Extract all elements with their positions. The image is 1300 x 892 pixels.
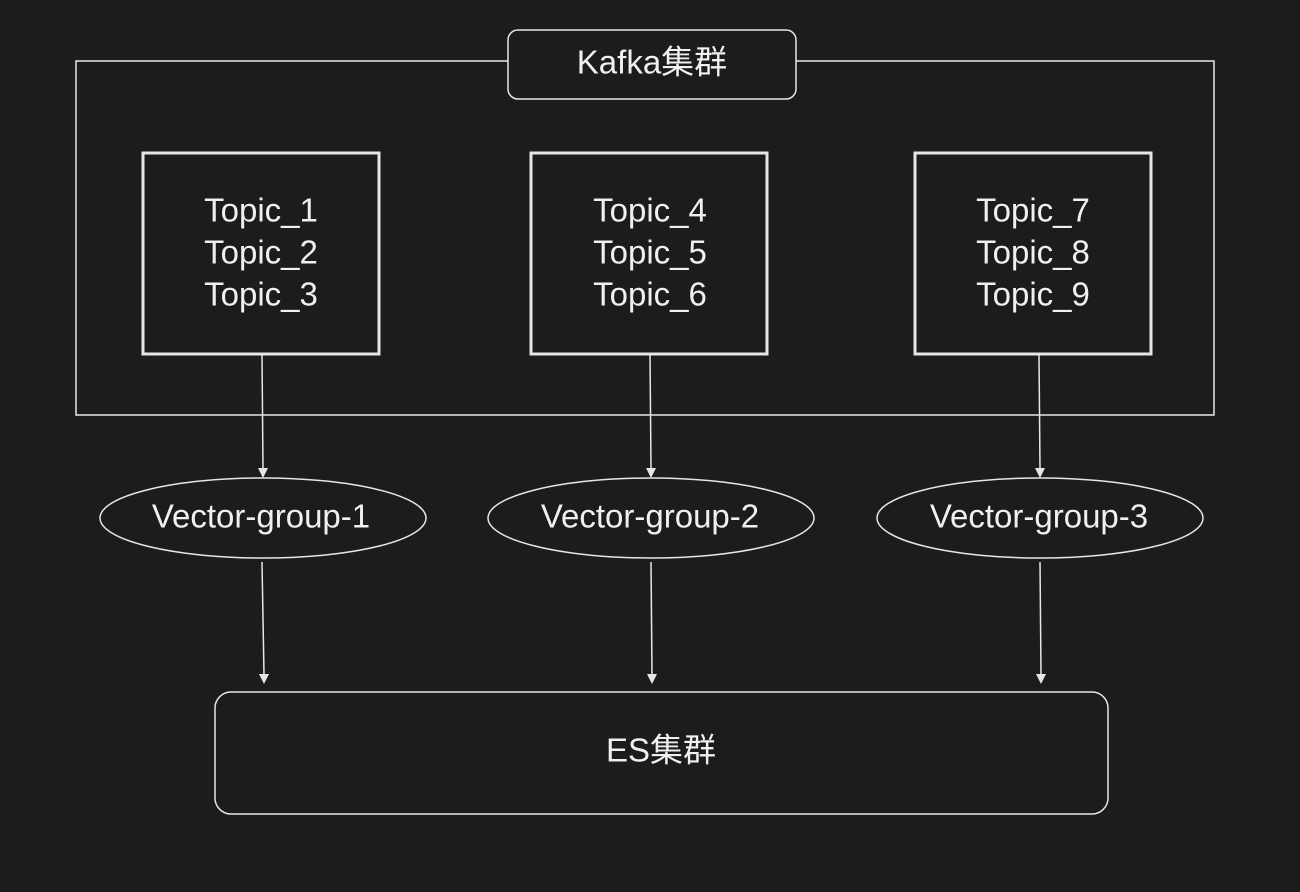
vector-group-3-ellipse [876,477,1204,559]
topic-label: Topic_5 [593,234,707,271]
topic-label: Topic_3 [204,276,318,313]
topic-label: Topic_6 [593,276,707,313]
vector-group-3-label: Vector-group-3 [930,498,1148,535]
topic-label: Topic_7 [976,192,1090,229]
topic-box-1: Topic_1 Topic_2 Topic_3 [141,151,381,356]
topic-box-2-frame [529,151,769,356]
vector-group-2: Vector-group-2 [487,477,815,559]
vector-group-2-ellipse [487,477,815,559]
topic-box-3: Topic_7 Topic_8 Topic_9 [913,151,1153,356]
topic-label: Topic_9 [976,276,1090,313]
vector-group-1-label: Vector-group-1 [152,498,370,535]
arrow-vector3-to-es [1036,561,1046,684]
arrow-topic1-to-vector1 [258,354,268,478]
arrow-vector2-to-es [647,561,657,684]
kafka-cluster-title-box [507,29,797,100]
topic-label: Topic_4 [593,192,707,229]
topic-box-2: Topic_4 Topic_5 Topic_6 [529,151,769,356]
topic-label: Topic_2 [204,234,318,271]
vector-group-1-ellipse [99,477,427,559]
topic-label: Topic_8 [976,234,1090,271]
topic-box-3-frame [913,151,1153,356]
es-cluster-box [214,691,1109,815]
topic-box-1-frame [141,151,381,356]
es-cluster-label: ES集群 [606,732,716,769]
arrow-topic2-to-vector2 [646,354,656,478]
topic-label: Topic_1 [204,192,318,229]
vector-group-3: Vector-group-3 [876,477,1204,559]
vector-group-2-label: Vector-group-2 [541,498,759,535]
vector-group-1: Vector-group-1 [99,477,427,559]
arrow-vector1-to-es [259,561,269,684]
arrow-topic3-to-vector3 [1035,354,1045,478]
kafka-cluster-title: Kafka集群 [577,44,727,81]
es-cluster: ES集群 [214,691,1109,815]
